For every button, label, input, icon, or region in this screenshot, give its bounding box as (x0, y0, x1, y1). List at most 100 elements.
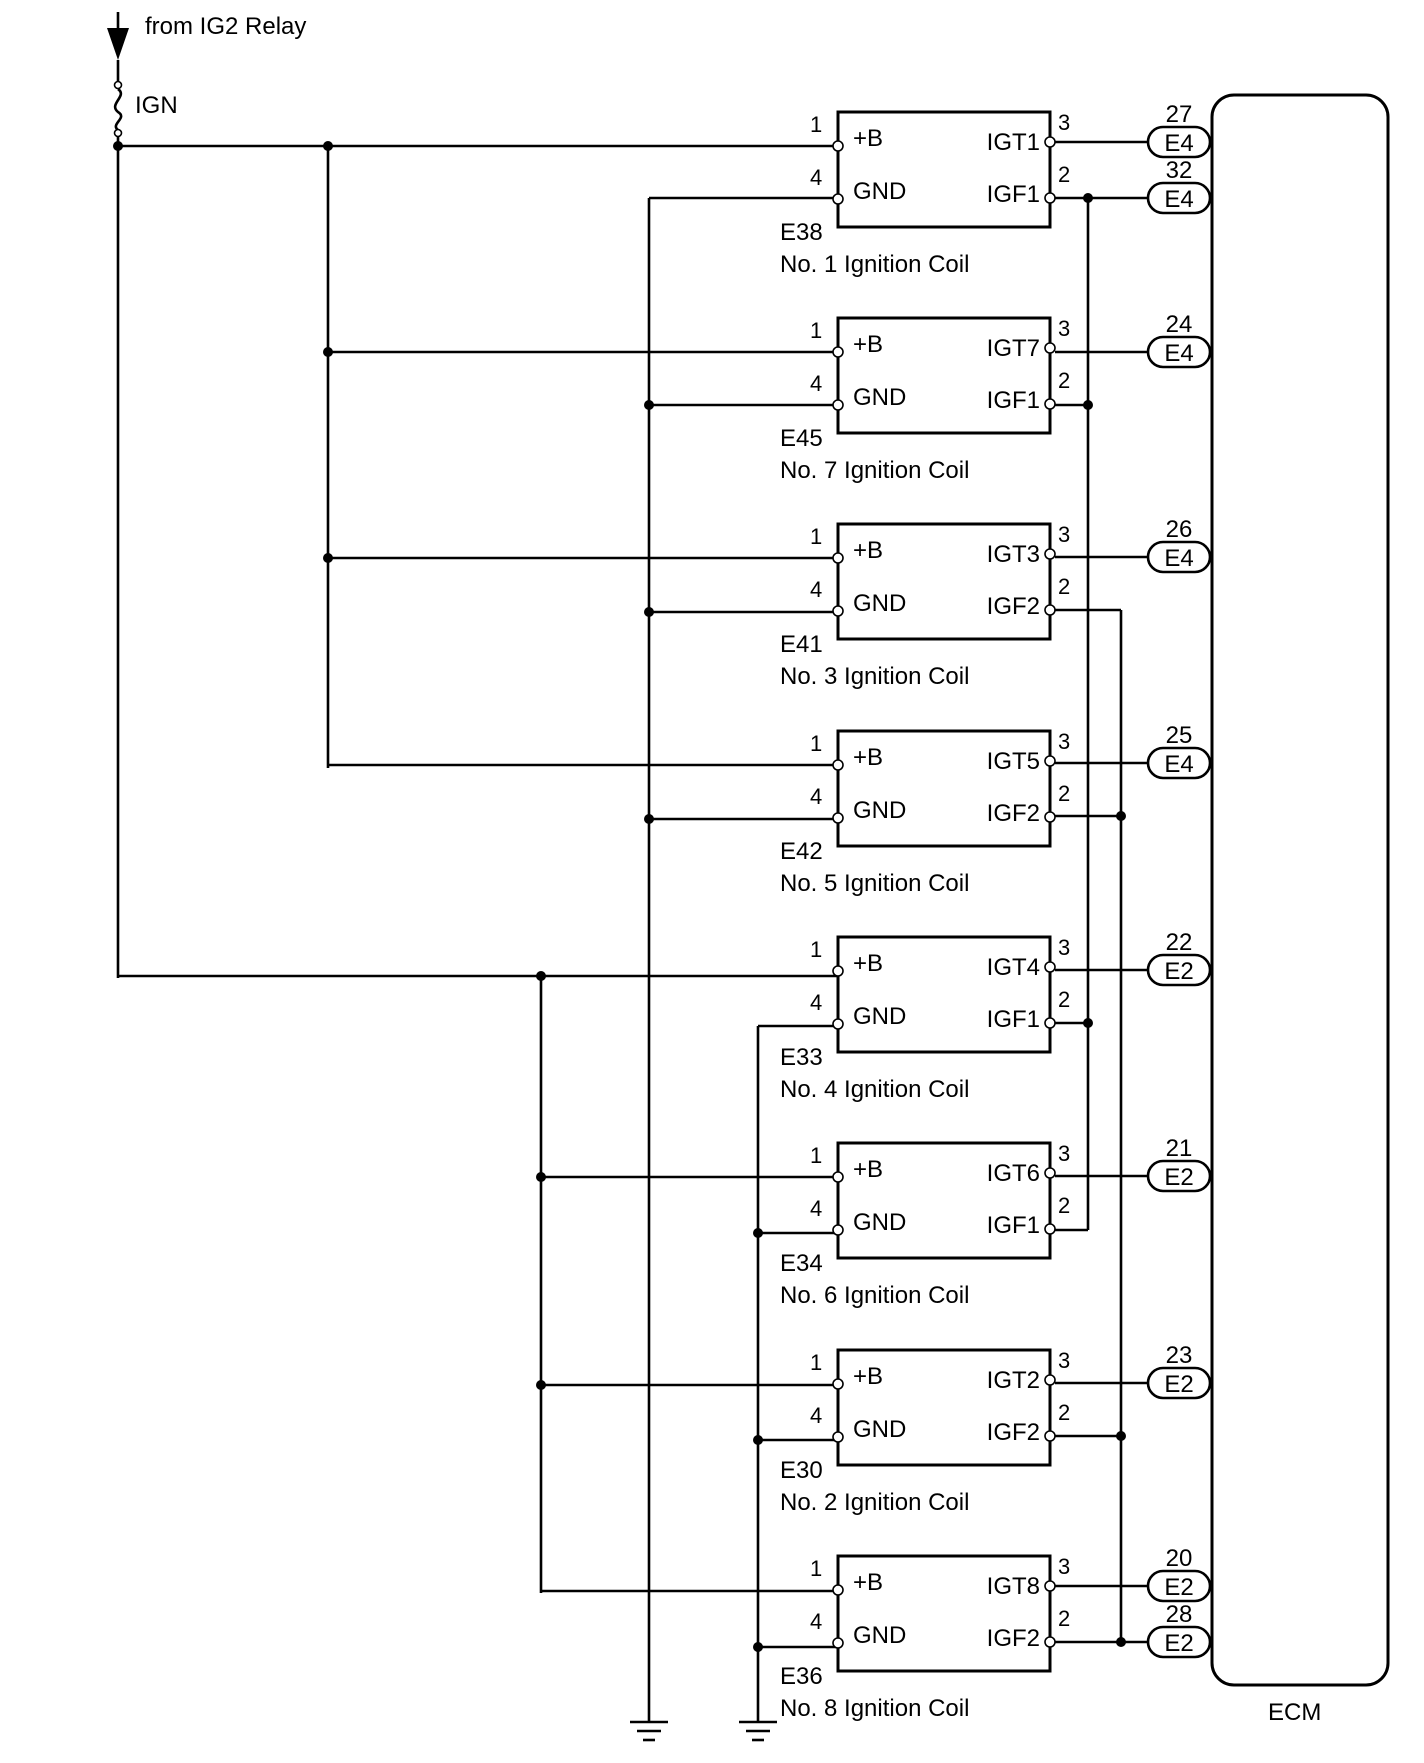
pin-number: 2 (1058, 1606, 1070, 1631)
pin-number: 3 (1058, 316, 1070, 341)
terminal-icon (832, 1637, 844, 1649)
terminal-icon (1044, 604, 1056, 616)
connector-oval (1146, 335, 1212, 369)
coil-name: No. 4 Ignition Coil (780, 1076, 969, 1103)
connector-pin: 25 (1166, 722, 1193, 749)
connector-code: E2 (1164, 958, 1193, 985)
connector-pin: 23 (1166, 1342, 1193, 1369)
coil-igf-label: IGF1 (987, 1212, 1040, 1239)
ground-bus (630, 196, 845, 1742)
pin-number: 3 (1058, 1554, 1070, 1579)
connector-pin: 27 (1166, 101, 1193, 128)
connector-oval (1146, 953, 1212, 987)
pin-number: 3 (1058, 1348, 1070, 1373)
connector-code: E4 (1164, 751, 1193, 778)
igf2-bus (1055, 608, 1150, 1647)
terminal-icon (832, 399, 844, 411)
terminal-icon (1044, 1430, 1056, 1442)
terminal-icon (1044, 961, 1056, 973)
connector-code: E2 (1164, 1371, 1193, 1398)
pin-number: 3 (1058, 729, 1070, 754)
coil-code: E33 (780, 1044, 823, 1071)
coil-box (836, 1141, 1052, 1260)
connector-pin: 24 (1166, 311, 1193, 338)
coil-igf-label: IGF1 (987, 1006, 1040, 1033)
terminal-icon (1044, 1017, 1056, 1029)
connector-pin: 20 (1166, 1545, 1193, 1572)
connector-oval (1146, 540, 1212, 574)
connector-oval (1146, 1159, 1212, 1193)
terminal-icon (832, 1584, 844, 1596)
pin-number: 1 (810, 318, 822, 343)
connector-oval (1146, 746, 1212, 780)
pin-number: 4 (810, 1609, 822, 1634)
pin-number: 2 (1058, 368, 1070, 393)
igt-wires (1055, 140, 1150, 1588)
terminal-icon (832, 1224, 844, 1236)
terminal-icon (1044, 548, 1056, 560)
coil-name: No. 7 Ignition Coil (780, 457, 969, 484)
coil-gnd-label: GND (853, 1622, 906, 1649)
ecm-label: ECM (1268, 1699, 1321, 1726)
coil-b-label: +B (853, 331, 883, 358)
terminal-icon (832, 1431, 844, 1443)
terminal-icon (832, 1171, 844, 1183)
connector-code: E2 (1164, 1164, 1193, 1191)
coil-b-label: +B (853, 1156, 883, 1183)
pin-number: 2 (1058, 574, 1070, 599)
pin-number: 2 (1058, 987, 1070, 1012)
pin-number: 1 (810, 112, 822, 137)
terminal-icon (832, 140, 844, 152)
terminal-icon (832, 346, 844, 358)
coil-igt-label: IGT2 (987, 1367, 1040, 1394)
connector-pin: 28 (1166, 1601, 1193, 1628)
connector-oval (1146, 1625, 1212, 1659)
terminal-icon (1044, 1580, 1056, 1592)
coil-b-label: +B (853, 744, 883, 771)
pin-number: 4 (810, 577, 822, 602)
terminal-icon (1044, 192, 1056, 204)
fuse-label: IGN (135, 92, 178, 119)
coil-igt-label: IGT8 (987, 1573, 1040, 1600)
arrow-down-icon (107, 28, 129, 60)
coil-name: No. 8 Ignition Coil (780, 1695, 969, 1722)
connector-oval (1146, 181, 1212, 215)
pin-number: 2 (1058, 162, 1070, 187)
coil-gnd-label: GND (853, 178, 906, 205)
terminal-icon (832, 965, 844, 977)
pin-number: 2 (1058, 1193, 1070, 1218)
coil-name: No. 3 Ignition Coil (780, 663, 969, 690)
pin-number: 3 (1058, 522, 1070, 547)
terminal-icon (1044, 1636, 1056, 1648)
coil-box (836, 522, 1052, 641)
coil-box (836, 935, 1052, 1054)
connector-pin: 32 (1166, 157, 1193, 184)
connector-oval (1146, 125, 1212, 159)
terminal-icon (832, 812, 844, 824)
coil-code: E45 (780, 425, 823, 452)
terminal-icon (1044, 398, 1056, 410)
coil-code: E41 (780, 631, 823, 658)
coil-box (836, 729, 1052, 848)
terminal-icon (1044, 136, 1056, 148)
coil-code: E38 (780, 219, 823, 246)
power-source: from IG2 Relay (107, 12, 306, 60)
pin-number: 1 (810, 1143, 822, 1168)
ecm-box (1210, 93, 1390, 1687)
terminal-icon (1044, 1167, 1056, 1179)
fuse-icon (113, 87, 123, 132)
coil-b-label: +B (853, 1363, 883, 1390)
coil-igt-label: IGT3 (987, 541, 1040, 568)
coil-igt-label: IGT1 (987, 129, 1040, 156)
coil-gnd-label: GND (853, 1209, 906, 1236)
coil-box (836, 1554, 1052, 1673)
connector-code: E2 (1164, 1630, 1193, 1657)
ecm-terminal: E221IGT6 (1146, 1135, 1279, 1193)
terminal-icon (1044, 755, 1056, 767)
